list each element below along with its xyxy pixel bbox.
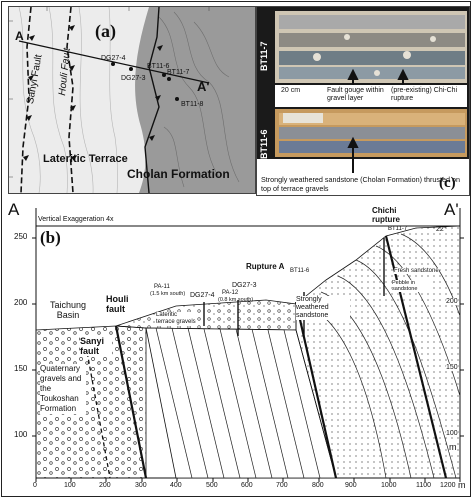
sanyi-fault-trace <box>85 345 111 479</box>
pa11-note: (1.5 km south) <box>150 291 186 297</box>
houli-fault-label: Houli fault <box>106 294 129 314</box>
bt11-6-label: BT11-6 <box>290 268 310 274</box>
fresh-sandstone-label: Fresh sandstone <box>394 268 439 274</box>
y-tick-right: 100 <box>446 430 458 437</box>
section-a-label: A <box>8 200 20 219</box>
houli-fault-trace <box>114 325 148 479</box>
x-tick: 700 <box>276 482 288 489</box>
x-tick: 1000 <box>381 482 397 489</box>
quaternary-label: Quaternary gravels and the Toukoshan For… <box>40 364 86 414</box>
map-point-a-prime: A' <box>197 79 210 94</box>
dg27-4-label: DG27-4 <box>190 292 215 299</box>
x-tick: 400 <box>170 482 182 489</box>
vertical-exaggeration: Vertical Exaggeration 4x <box>38 216 114 223</box>
map-lateritic-terrace-label: Lateritic Terrace <box>43 153 128 165</box>
y-tick-left: 250 <box>14 232 28 241</box>
cross-section-graphic <box>32 208 464 482</box>
map-cholan-label: Cholan Formation <box>127 167 230 181</box>
section-a-prime-label: A' <box>444 200 459 219</box>
lateritic-gravels-label: Lateritic terrace gravels <box>156 312 196 326</box>
y-tick-left: 100 <box>14 430 28 439</box>
core-fault-gouge-label: Fault gouge within gravel layer <box>327 87 384 102</box>
chichi-rupture-trace <box>384 235 448 479</box>
map-point-a: A <box>15 29 24 43</box>
map-dg27-4-label: DG27-4 <box>101 55 126 62</box>
map-panel-a: (a) A A' Sanyi Fault Houli Fault Laterit… <box>8 6 256 194</box>
pa11-label: PA-11 <box>154 284 170 290</box>
x-tick: 300 <box>135 482 147 489</box>
x-tick: 100 <box>64 482 76 489</box>
dg27-3-label: DG27-3 <box>232 282 257 289</box>
borehole-markers <box>111 62 179 101</box>
map-bt11-8-label: BT11-8 <box>181 101 204 108</box>
x-tick: 900 <box>345 482 357 489</box>
sanyi-fault-label: Sanyi fault <box>80 336 112 356</box>
boreholes <box>203 238 385 336</box>
chichi-rupture-label: Chichi rupture <box>372 206 400 224</box>
panel-c-label: (c) <box>439 175 456 191</box>
dip-label: 22° <box>436 226 447 233</box>
cross-section-panel-b: A A' Vertical Exaggeration 4x (b) Taichu… <box>6 196 468 494</box>
core-caption: Strongly weathered sandstone (Cholan For… <box>261 175 460 193</box>
x-tick: 1100 <box>416 482 432 489</box>
map-bt11-7-label: BT11-7 <box>167 69 190 76</box>
x-tick: 500 <box>206 482 218 489</box>
unit-label-right: m <box>449 442 457 452</box>
panel-b-label: (b) <box>40 228 61 247</box>
map-dg27-3-label: DG27-3 <box>121 75 146 82</box>
core-label-strip <box>275 85 467 107</box>
core-bt11-6-label: BT11-6 <box>259 129 269 159</box>
panel-a-label: (a) <box>95 21 116 41</box>
rupture-a-trace <box>294 301 338 479</box>
y-tick-right: 200 <box>446 298 458 305</box>
rupture-a-label: Rupture A <box>246 262 285 271</box>
taichung-basin-label: Taichung Basin <box>49 300 87 320</box>
map-graphic <box>9 7 255 193</box>
pa12-note: (0.8 km south) <box>218 297 254 303</box>
y-tick-left: 150 <box>14 364 28 373</box>
profile-line <box>18 40 210 84</box>
bt11-7-label: BT11-7 <box>388 226 408 232</box>
core-bt11-7-label: BT11-7 <box>259 41 269 71</box>
map-bt11-6-label: BT11-6 <box>147 63 170 70</box>
x-tick: 200 <box>99 482 111 489</box>
pebble-label: Pebble in sandstone <box>392 280 432 292</box>
x-tick: 1200 <box>440 482 456 489</box>
x-tick: 800 <box>312 482 324 489</box>
y-tick-left: 200 <box>14 298 28 307</box>
x-tick: 0 <box>33 482 37 489</box>
x-tick: 600 <box>241 482 253 489</box>
y-tick-right: 150 <box>446 364 458 371</box>
core-photo-panel-c: BT11-7 BT11-6 20 cm Fault gouge within g… <box>256 6 470 196</box>
unit-label-x: m <box>458 480 466 490</box>
core-scale-label: 20 cm <box>281 87 301 94</box>
pa12-label: PA-12 <box>222 290 239 296</box>
core-chichi-rupture-label: (pre-existing) Chi-Chi rupture <box>391 87 458 102</box>
weathered-sandstone-label: Strongly weathered sandstone <box>296 296 350 320</box>
